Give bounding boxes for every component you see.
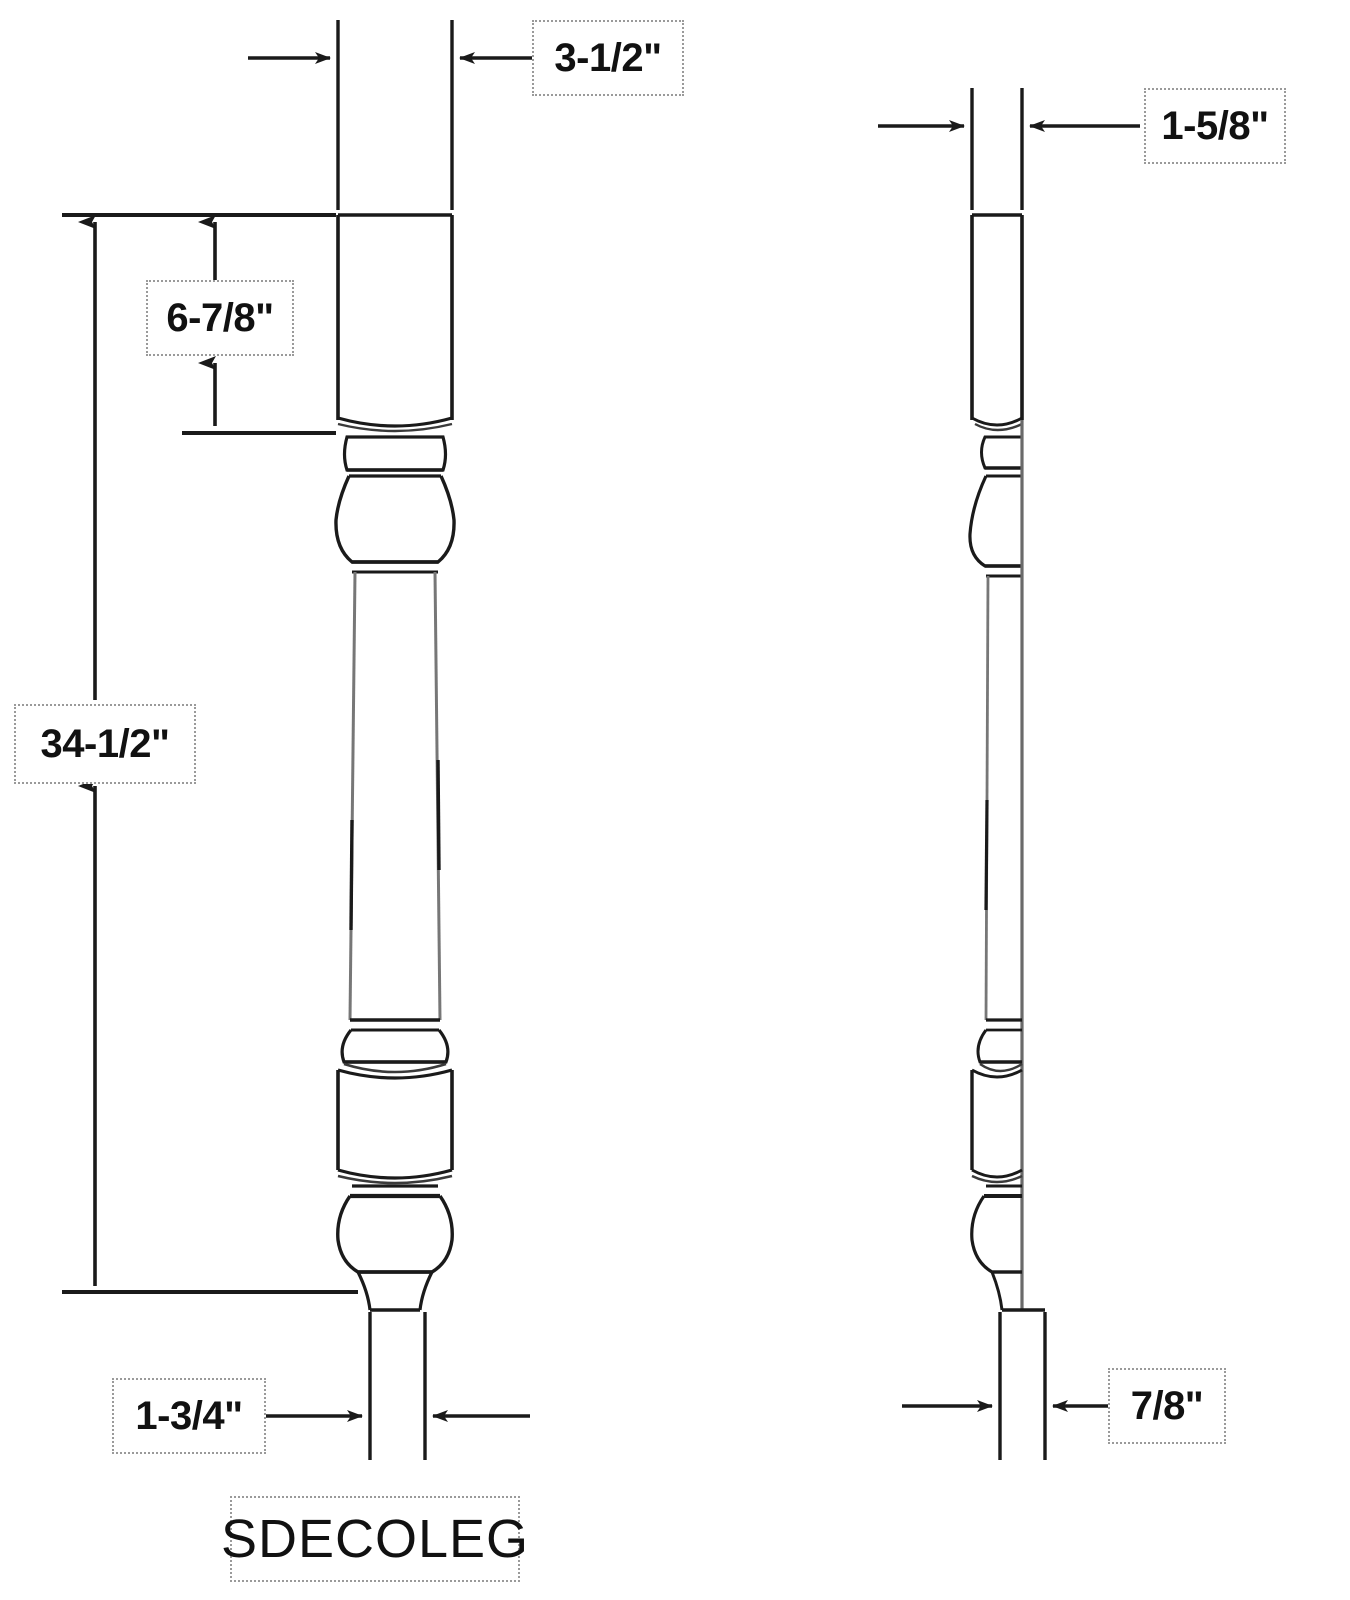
dim-side-top-width: [878, 88, 1140, 210]
dim-front-dowel-width: [255, 1312, 530, 1460]
dimension-label-front-overall-height: 34-1/2": [14, 704, 196, 784]
front-view-profile: [334, 213, 456, 1312]
dimension-label-front-dowel-width: 1-3/4": [112, 1378, 266, 1454]
dimension-label-front-top-width: 3-1/2": [532, 20, 684, 96]
side-view-profile: [968, 213, 1045, 1312]
dim-side-dowel-width: [902, 1312, 1110, 1460]
dimension-label-side-dowel-width: 7/8": [1108, 1368, 1226, 1444]
dimension-label-front-block-height: 6-7/8": [146, 280, 294, 356]
dim-front-top-width: [248, 20, 540, 210]
part-number-label: SDECOLEG: [221, 1496, 528, 1582]
dimension-label-side-top-width: 1-5/8": [1144, 88, 1286, 164]
dimension-lines: [62, 20, 1140, 1460]
